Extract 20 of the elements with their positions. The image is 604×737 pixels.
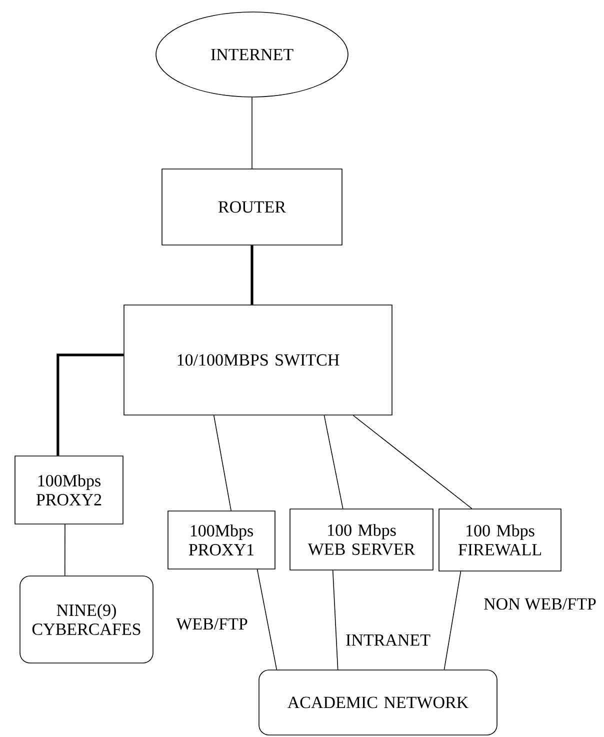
connector-line — [64, 524, 66, 576]
device-box: 100Mbps PROXY2 — [14, 456, 124, 524]
device-box: 10/100MBPS SWITCH — [124, 304, 392, 416]
device-box: 100Mbps PROXY1 — [168, 510, 276, 570]
connector-line — [250, 245, 254, 305]
device-box: 100 Mbps FIREWALL — [438, 508, 562, 572]
connector-line — [352, 415, 472, 509]
connector-line — [324, 415, 344, 509]
line-label: NON WEB/FTP — [484, 598, 596, 610]
connector-line — [332, 570, 338, 670]
connector-line — [213, 415, 232, 511]
connector-line — [444, 571, 462, 670]
device-box: ROUTER — [162, 168, 342, 246]
network-box: NINE(9) CYBERCAFES — [20, 576, 154, 664]
line-label: INTRANET — [346, 634, 430, 646]
line-label: WEB/FTP — [176, 618, 248, 630]
connector-line — [256, 569, 278, 670]
device-box: 100 Mbps WEB SERVER — [290, 508, 434, 570]
network-box: ACADEMIC NETWORK — [258, 670, 498, 736]
connector-line — [56, 354, 124, 456]
